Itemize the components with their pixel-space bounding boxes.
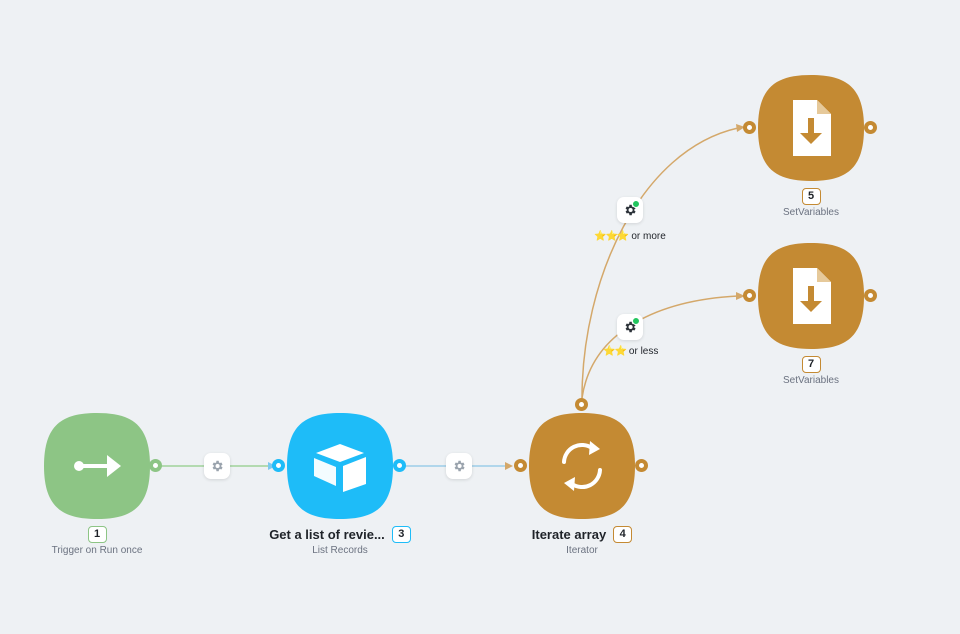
link-arrow-2 xyxy=(505,462,513,470)
module-title: Get a list of revie... xyxy=(269,526,385,542)
module-number-badge: 3 xyxy=(391,525,411,543)
star-rating: ⭐⭐⭐ xyxy=(594,231,629,242)
module-number-badge: 1 xyxy=(87,525,107,543)
filter-text: or more xyxy=(631,231,666,242)
output-port[interactable] xyxy=(149,459,162,472)
input-port[interactable] xyxy=(272,459,285,472)
gear-icon xyxy=(454,460,465,472)
output-port[interactable] xyxy=(635,459,648,472)
module-subtitle: Iterator xyxy=(566,545,598,556)
filter-button-2[interactable] xyxy=(617,314,643,340)
file-download-icon xyxy=(793,100,831,156)
module-label-setvariables-5: 5 SetVariables xyxy=(701,187,921,218)
link-settings-button-2[interactable] xyxy=(446,453,472,479)
output-port[interactable] xyxy=(393,459,406,472)
input-port[interactable] xyxy=(743,121,756,134)
module-subtitle: SetVariables xyxy=(783,207,839,218)
input-port[interactable] xyxy=(514,459,527,472)
filter-button-1[interactable] xyxy=(617,197,643,223)
link-arrow-3 xyxy=(736,124,745,132)
module-subtitle: Trigger on Run once xyxy=(51,545,143,556)
file-download-icon xyxy=(793,268,831,324)
module-label-iterator: Iterate array 4 Iterator xyxy=(472,525,692,556)
module-number-badge: 7 xyxy=(801,355,821,373)
top-output-port[interactable] xyxy=(575,398,588,411)
arrow-right-icon xyxy=(74,455,121,477)
link-arrow-4 xyxy=(736,292,745,300)
module-trigger[interactable] xyxy=(42,411,152,521)
star-rating: ⭐⭐ xyxy=(603,346,627,357)
input-port[interactable] xyxy=(743,289,756,302)
link-settings-button-1[interactable] xyxy=(204,453,230,479)
module-subtitle: SetVariables xyxy=(783,375,839,386)
gear-icon xyxy=(212,460,223,472)
link-iterator-setvar5[interactable] xyxy=(581,127,739,399)
module-subtitle: List Records xyxy=(312,545,368,556)
filter-active-indicator xyxy=(632,317,640,325)
filter-label-1[interactable]: ⭐⭐⭐ or more xyxy=(594,231,666,242)
module-setvariables-5[interactable] xyxy=(756,73,866,183)
module-shape xyxy=(529,413,635,519)
filter-text: or less xyxy=(628,346,659,357)
airtable-icon xyxy=(314,444,366,492)
module-shape xyxy=(287,413,393,519)
module-setvariables-7[interactable] xyxy=(756,241,866,351)
module-number-badge: 5 xyxy=(801,187,821,205)
module-label-airtable: Get a list of revie... 3 List Records xyxy=(230,525,450,556)
module-title: Iterate array xyxy=(531,526,607,542)
output-port[interactable] xyxy=(864,121,877,134)
module-iterator[interactable] xyxy=(527,411,637,521)
module-airtable[interactable] xyxy=(285,411,395,521)
module-label-trigger: 1 Trigger on Run once xyxy=(0,525,207,556)
filter-active-indicator xyxy=(632,200,640,208)
filter-label-2[interactable]: ⭐⭐ or less xyxy=(603,346,658,357)
module-label-setvariables-7: 7 SetVariables xyxy=(701,355,921,386)
iterate-icon xyxy=(562,441,602,491)
output-port[interactable] xyxy=(864,289,877,302)
module-number-badge: 4 xyxy=(613,525,633,543)
